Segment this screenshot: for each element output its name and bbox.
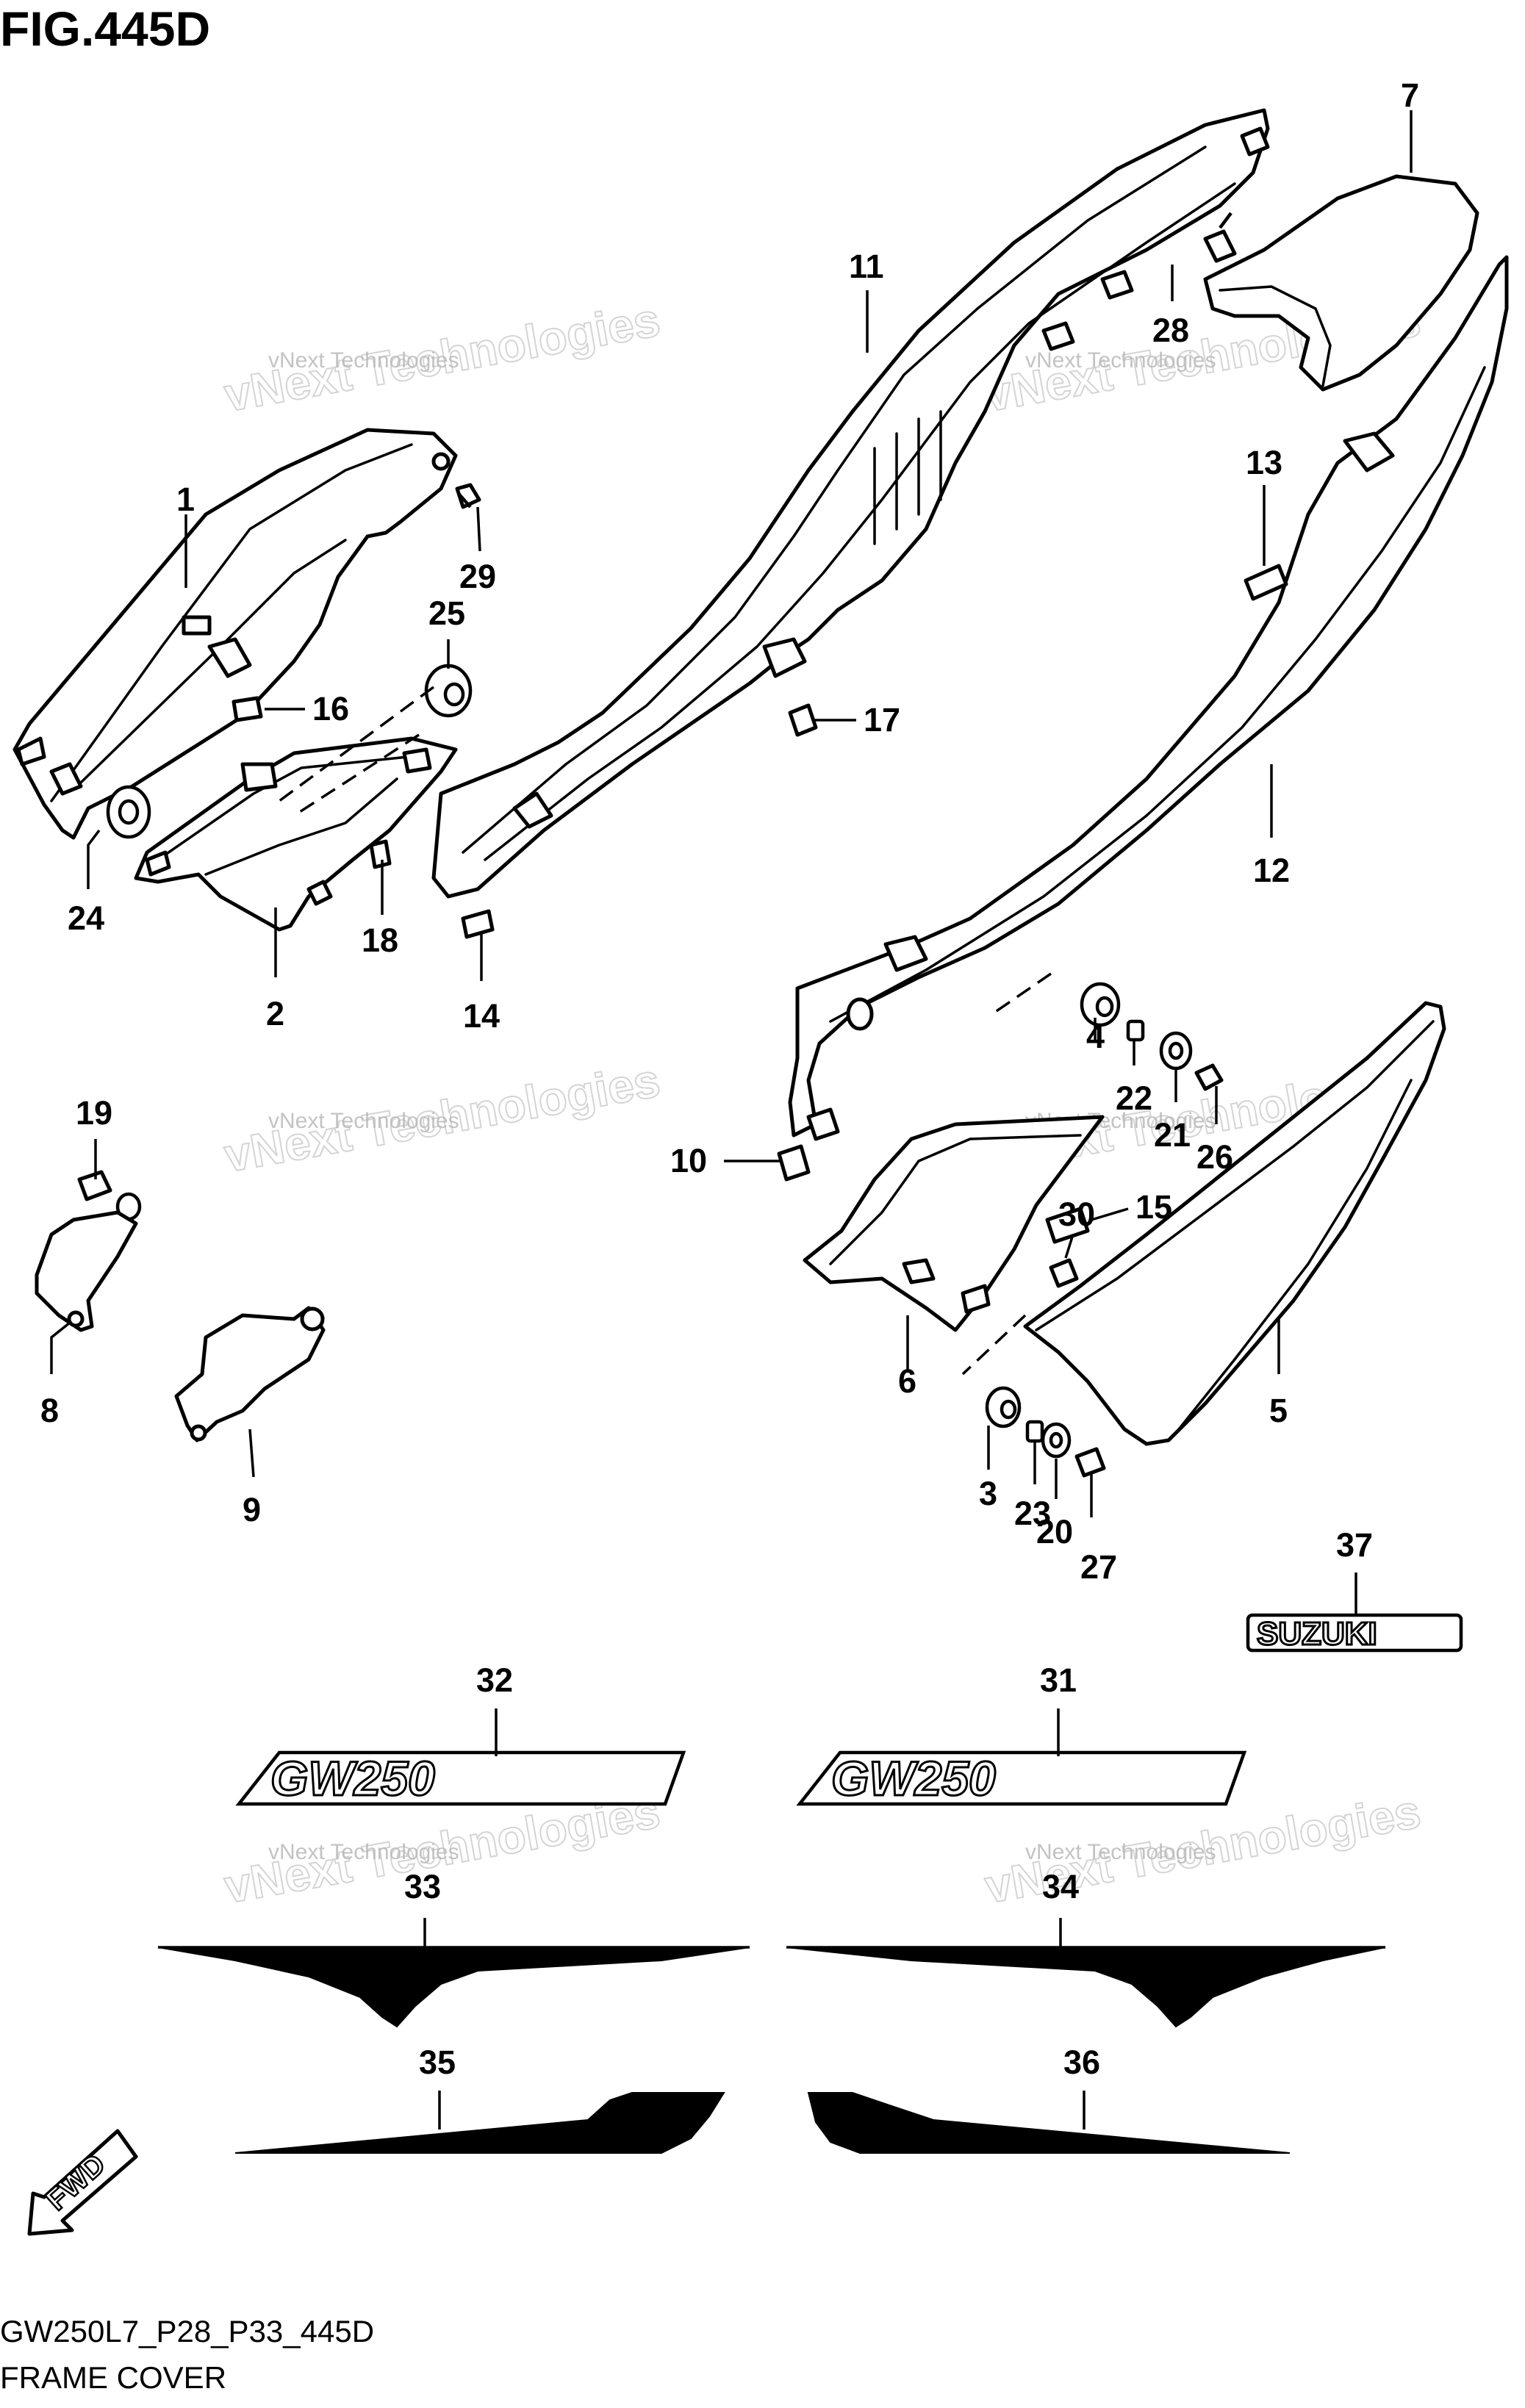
part-clip-14[interactable] <box>461 909 495 939</box>
callout-31: 31 <box>1040 1661 1077 1699</box>
figure-code: GW250L7_P28_P33_445D <box>0 2314 374 2348</box>
callout-15: 15 <box>1135 1188 1172 1226</box>
callout-27: 27 <box>1080 1548 1117 1586</box>
figure-caption: FRAME COVER <box>0 2360 226 2395</box>
callout-12: 12 <box>1253 852 1290 889</box>
part-bolt-27[interactable] <box>1074 1447 1106 1478</box>
part-nut-17[interactable] <box>788 703 818 737</box>
callout-10: 10 <box>670 1142 707 1179</box>
watermark-outline: vNext Technologies <box>220 1054 664 1182</box>
part-frame-cover-rail[interactable] <box>431 108 1270 899</box>
part-screw-29[interactable] <box>455 483 481 509</box>
part-washer-20[interactable] <box>1041 1422 1072 1459</box>
callout-21: 21 <box>1154 1116 1191 1154</box>
callout-8: 8 <box>40 1392 59 1429</box>
callout-26: 26 <box>1196 1138 1233 1176</box>
part-frame-cover-front-left[interactable] <box>12 428 458 840</box>
part-nut-10[interactable] <box>777 1144 811 1182</box>
part-screw-30[interactable] <box>1049 1258 1079 1288</box>
callout-9: 9 <box>243 1491 261 1528</box>
part-grommet-3[interactable] <box>985 1386 1022 1428</box>
watermark: vNext Technologies vNext Technologies <box>220 292 664 423</box>
assembly-line <box>991 972 1052 1016</box>
part-frame-cover-lower[interactable] <box>788 255 1509 1141</box>
callout-6: 6 <box>898 1362 916 1400</box>
callout-24: 24 <box>68 899 104 937</box>
callout-37: 37 <box>1336 1526 1373 1564</box>
assembly-line <box>278 686 435 802</box>
callout-7: 7 <box>1401 76 1419 114</box>
stripe-35[interactable] <box>234 2092 725 2154</box>
watermark-text: vNext Technologies <box>268 1840 459 1864</box>
callout-4: 4 <box>1086 1018 1105 1055</box>
part-collar-23[interactable] <box>1025 1420 1044 1443</box>
callout-16: 16 <box>312 690 349 727</box>
gw250-right-text: GW250 <box>831 1751 996 1805</box>
part-grommet-25[interactable] <box>424 664 473 718</box>
part-grommet-4[interactable] <box>1080 982 1121 1027</box>
callout-35: 35 <box>419 2044 456 2081</box>
part-screw-28[interactable] <box>1203 212 1237 263</box>
callout-22: 22 <box>1116 1079 1152 1117</box>
emblem-gw250-right[interactable]: GW250 <box>796 1750 1247 1807</box>
part-frame-cover-under-left[interactable] <box>134 736 458 932</box>
callout-14: 14 <box>463 997 500 1035</box>
stripe-36[interactable] <box>807 2092 1291 2154</box>
callout-29: 29 <box>459 558 496 595</box>
callout-28: 28 <box>1152 312 1189 349</box>
part-bracket-9[interactable] <box>174 1306 326 1442</box>
figure-title: FIG.445D <box>0 1 210 56</box>
part-bracket-8[interactable] <box>35 1210 138 1332</box>
callout-5: 5 <box>1269 1392 1288 1429</box>
callout-11: 11 <box>849 248 884 285</box>
part-washer-21[interactable] <box>1159 1031 1193 1071</box>
callout-2: 2 <box>266 995 284 1032</box>
part-clip-18[interactable] <box>369 839 392 869</box>
callout-19: 19 <box>76 1094 112 1132</box>
emblem-gw250-left[interactable]: GW250 <box>235 1750 686 1807</box>
part-clip-13[interactable] <box>1244 564 1288 601</box>
suzuki-text: SUZUKI <box>1257 1616 1377 1652</box>
part-clip-16[interactable] <box>232 696 263 722</box>
gw250-left-text: GW250 <box>270 1751 435 1805</box>
callout-25: 25 <box>428 594 465 632</box>
callout-33: 33 <box>404 1868 441 1905</box>
assembly-line <box>961 1314 1027 1376</box>
callout-1: 1 <box>176 481 195 518</box>
leader-lines <box>50 110 1413 2130</box>
callout-numbers: 1 2 3 4 5 6 7 8 9 10 11 12 13 14 15 16 1… <box>40 76 1419 2081</box>
watermark-text: vNext Technologies <box>1025 1840 1216 1864</box>
watermark: vNext Technologies vNext Technologies <box>220 1053 664 1183</box>
callout-32: 32 <box>476 1661 513 1699</box>
watermark-text: vNext Technologies <box>1025 348 1216 373</box>
part-rear-cover[interactable] <box>1203 174 1479 392</box>
watermark-outline: vNext Technologies <box>220 293 664 422</box>
callout-34: 34 <box>1042 1868 1079 1905</box>
fwd-arrow-icon: FWD <box>27 2129 138 2236</box>
callout-23: 23 <box>1014 1495 1051 1532</box>
watermark-text: vNext Technologies <box>268 1109 459 1133</box>
emblem-suzuki[interactable]: SUZUKI <box>1246 1613 1463 1653</box>
part-bolt-26[interactable] <box>1194 1063 1224 1091</box>
callout-13: 13 <box>1246 444 1282 481</box>
callout-30: 30 <box>1058 1196 1095 1233</box>
part-side-cover[interactable] <box>1023 1001 1446 1446</box>
part-lower-cover[interactable] <box>803 1115 1105 1332</box>
callout-3: 3 <box>979 1475 997 1512</box>
callout-20: 20 <box>1036 1513 1073 1550</box>
part-clip-15[interactable] <box>1045 1207 1090 1244</box>
stripe-33[interactable] <box>157 1946 750 2028</box>
callout-18: 18 <box>362 921 398 959</box>
callout-17: 17 <box>864 701 900 738</box>
part-collar-22[interactable] <box>1126 1019 1145 1042</box>
stripe-34[interactable] <box>786 1946 1386 2028</box>
part-grommet-24[interactable] <box>106 785 151 839</box>
callout-36: 36 <box>1063 2044 1100 2081</box>
part-bolt-19[interactable] <box>77 1170 142 1221</box>
watermark-text: vNext Technologies <box>268 348 459 373</box>
